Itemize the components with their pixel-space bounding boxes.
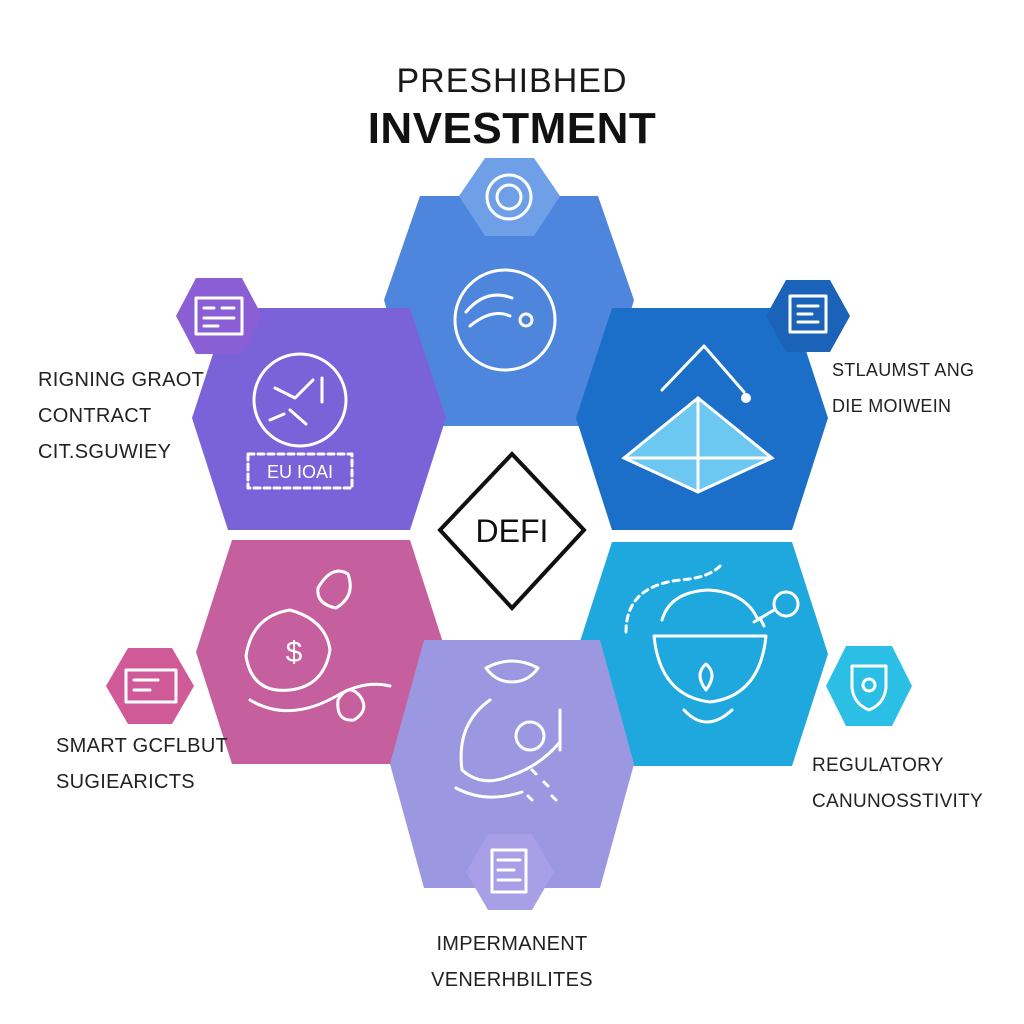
badge-bottom[interactable]	[466, 834, 554, 910]
label-lower-left: SMART GCFLBUT SUGIEARICTS	[56, 735, 229, 793]
hand-coin-icon	[454, 659, 562, 802]
money-bag-hand-icon: $	[244, 569, 392, 722]
code-grid-icon	[194, 296, 244, 336]
label-lower-right: REGULATORY CANUNOSSTIVITY	[812, 755, 983, 812]
center-label: DEFI	[476, 513, 549, 549]
hex-upper-right[interactable]	[576, 308, 828, 530]
label-upper-right: STLAUMST ANG DIE MOIWEIN	[832, 360, 975, 416]
badge-lower-right[interactable]	[826, 646, 912, 726]
shield-icon	[850, 664, 888, 712]
hex-upper-left[interactable]: EU IOAI	[192, 308, 446, 530]
badge-upper-left[interactable]	[176, 278, 262, 354]
planet-icon	[453, 268, 557, 372]
badge-top[interactable]	[459, 158, 560, 236]
network-globe-icon	[252, 352, 348, 448]
safe-key-icon	[624, 562, 800, 724]
wallet-icon	[124, 668, 178, 704]
hex-bottom[interactable]	[390, 640, 634, 888]
svg-text:$: $	[286, 636, 303, 669]
center-defi[interactable]: DEFI	[437, 451, 587, 611]
document-icon	[788, 294, 828, 334]
badge-lower-left[interactable]	[106, 648, 194, 724]
title-line-1: PRESHIBHED	[396, 62, 628, 100]
hex-lower-left[interactable]: $	[196, 540, 446, 764]
label-upper-left: RIGNING GRAOT CONTRACT CIT.SGUWIEY	[38, 369, 205, 463]
hex-upper-left-icon-text: EU IOAI	[267, 462, 333, 482]
badge-upper-right[interactable]	[766, 280, 850, 352]
label-bottom: IMPERMANENT VENERHBILITES	[431, 933, 593, 991]
receipt-icon	[490, 848, 528, 894]
hex-top[interactable]	[384, 196, 634, 426]
title-line-2: INVESTMENT	[367, 104, 657, 153]
pyramid-icon	[621, 344, 775, 494]
coin-icon	[485, 173, 533, 221]
hex-lower-right[interactable]	[576, 542, 828, 766]
